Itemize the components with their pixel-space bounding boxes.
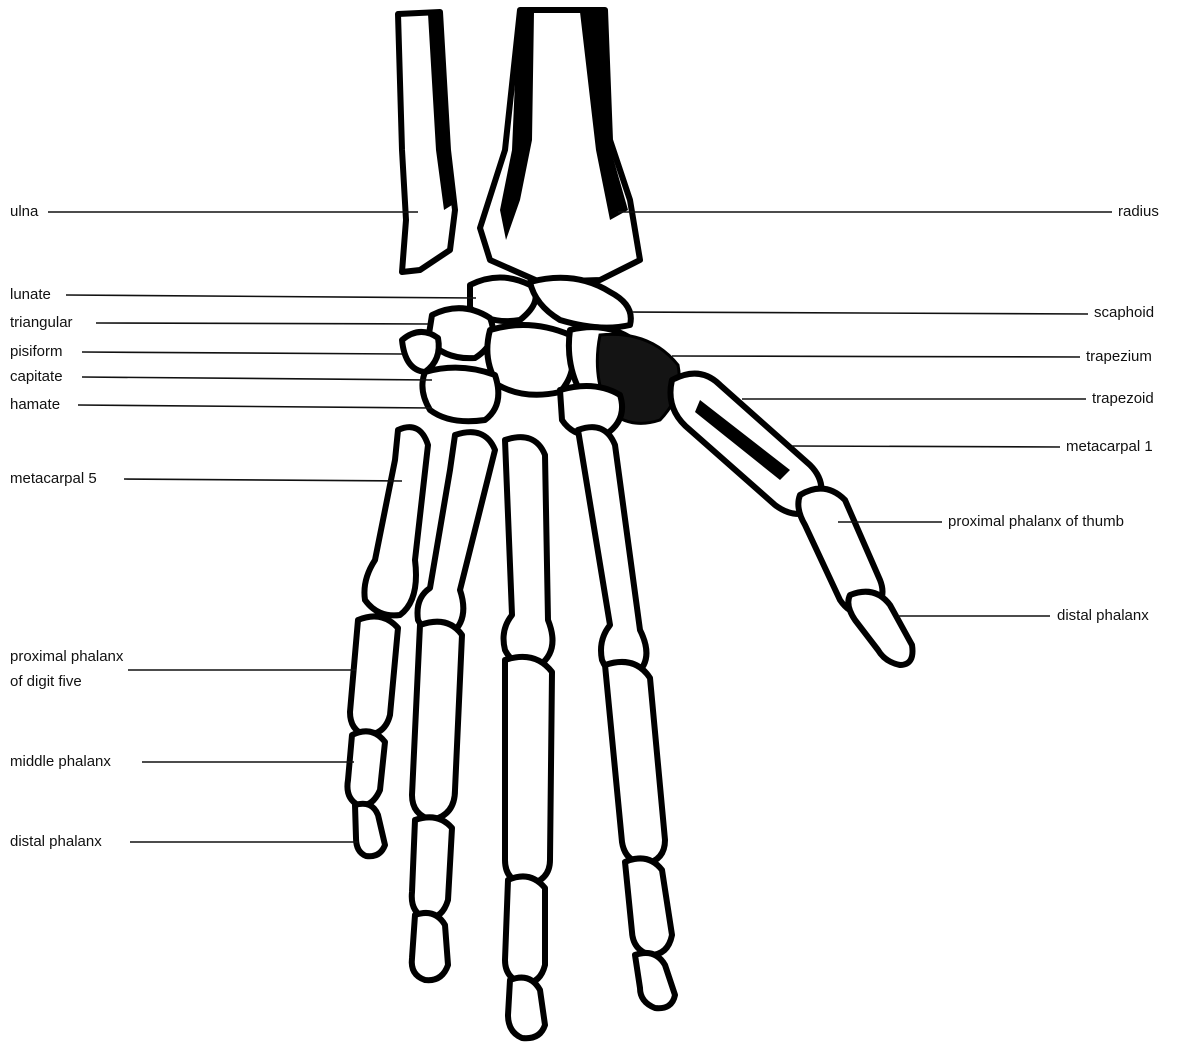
label-trapezium: trapezium [1086,348,1152,366]
label-scaphoid: scaphoid [1094,304,1154,322]
label-lunate: lunate [10,286,51,304]
label-radius: radius [1118,203,1159,221]
label-trapezoid: trapezoid [1092,390,1154,408]
label-capitate: capitate [10,368,63,386]
label-distal-phalanx-thumb: distal phalanx [1057,607,1149,625]
label-proximal-phalanx-five-line1: proximal phalanx [10,648,123,666]
label-ulna: ulna [10,203,38,221]
label-triangular: triangular [10,314,73,332]
label-middle-phalanx: middle phalanx [10,753,111,771]
label-pisiform: pisiform [10,343,63,361]
label-metacarpal-1: metacarpal 1 [1066,438,1153,456]
label-distal-phalanx-five: distal phalanx [10,833,102,851]
label-metacarpal-5: metacarpal 5 [10,470,97,488]
label-proximal-phalanx-five-line2: of digit five [10,673,82,691]
label-proximal-phalanx-thumb: proximal phalanx of thumb [948,513,1124,531]
label-hamate: hamate [10,396,60,414]
